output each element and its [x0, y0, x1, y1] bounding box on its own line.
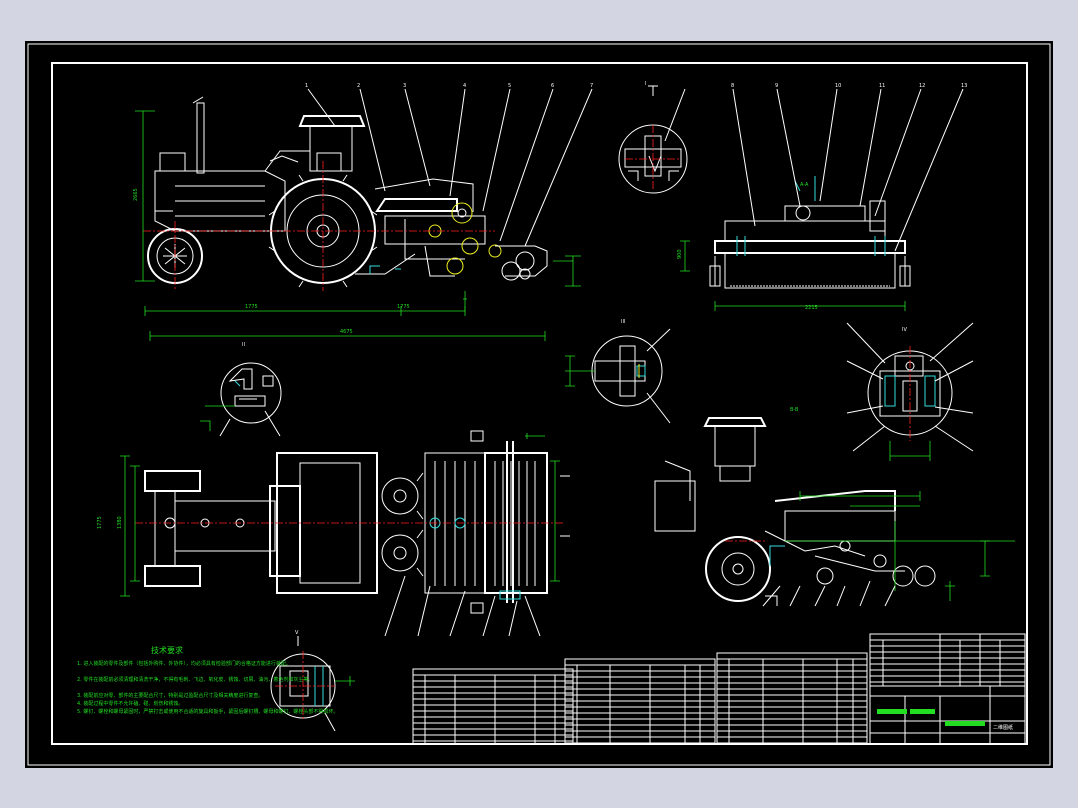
- assembly-drawing: 2665 1775 1775 4675 1 2 3 4 5 6 7 I: [27, 43, 1051, 766]
- dim-plan-width-outer: 1775: [97, 516, 103, 529]
- dim-side-height: 900: [677, 249, 683, 259]
- note-1: 1. 进入装配的零件及部件（包括外购件、外协件），均必须具有检验部门的合格证方能…: [77, 660, 291, 667]
- detail-i-label: I: [645, 81, 646, 87]
- technical-notes: 技术要求 1. 进入装配的零件及部件（包括外购件、外协件），均必须具有检验部门的…: [77, 645, 338, 715]
- detail-ii-label: II: [242, 342, 245, 348]
- secondary-side-view: B-B: [654, 407, 1015, 607]
- parts-list: [412, 652, 868, 745]
- note-2: 2. 零件在装配前必须清理和清洗干净，不得有毛刺、飞边、氧化皮、锈蚀、切屑、油污…: [77, 676, 313, 683]
- dim-plan-width-inner: 1380: [117, 516, 123, 529]
- detail-iv-label: IV: [902, 327, 907, 333]
- svg-text:4: 4: [463, 83, 466, 89]
- dim-height: 2665: [133, 188, 139, 201]
- svg-text:9: 9: [775, 83, 778, 89]
- dim-wheelbase: 1775: [245, 304, 258, 310]
- inner-border: [51, 62, 1028, 745]
- note-3: 3. 装配前应对零、部件的主要配合尺寸，特别是过盈配合尺寸及相关精度进行复查。: [77, 692, 263, 699]
- note-5: 5. 螺钉、螺栓和螺母紧固时，严禁打击或使用不合适的旋具和扳手，紧固后螺钉槽、螺…: [77, 708, 338, 715]
- dim-side-width: 2215: [805, 305, 818, 311]
- section-aa-label: A-A: [800, 182, 809, 188]
- svg-text:3: 3: [403, 83, 406, 89]
- svg-text:2: 2: [357, 83, 360, 89]
- detail-iii-label: III: [621, 319, 625, 325]
- note-4: 4. 装配过程中零件不允许磕、碰、划伤和锈蚀。: [77, 700, 183, 707]
- rear-view: A-A 2215 900 8 9 10 11 12 13: [677, 83, 967, 311]
- svg-text:5: 5: [508, 83, 511, 89]
- cad-drawing-sheet: 2665 1775 1775 4675 1 2 3 4 5 6 7 I: [25, 41, 1053, 768]
- plan-view: 1775 1380: [97, 430, 570, 637]
- detail-view-v: V: [270, 630, 355, 732]
- detail-view-ii: II: [200, 342, 282, 437]
- outer-border: [27, 43, 1051, 766]
- notes-title: 技术要求: [151, 645, 183, 655]
- detail-v-label: V: [295, 630, 299, 636]
- svg-text:8: 8: [731, 83, 734, 89]
- drawing-name: 二维图纸: [993, 724, 1013, 731]
- svg-text:1: 1: [305, 83, 308, 89]
- title-block: 二维图纸: [869, 633, 1026, 745]
- svg-text:12: 12: [919, 83, 925, 89]
- main-side-view: 2665 1775 1775 4675 1 2 3 4 5 6 7: [133, 83, 593, 341]
- svg-text:10: 10: [835, 83, 841, 89]
- detail-view-iii: III: [565, 319, 671, 424]
- view-b-label: B-B: [790, 407, 799, 413]
- dim-overall-length: 4675: [340, 329, 353, 335]
- detail-view-i: I: [618, 81, 688, 194]
- svg-text:6: 6: [551, 83, 554, 89]
- svg-text:7: 7: [590, 83, 593, 89]
- detail-view-iv: IV: [846, 322, 974, 461]
- svg-text:13: 13: [961, 83, 967, 89]
- svg-text:11: 11: [879, 83, 885, 89]
- dim-front-overhang: 1775: [397, 304, 410, 310]
